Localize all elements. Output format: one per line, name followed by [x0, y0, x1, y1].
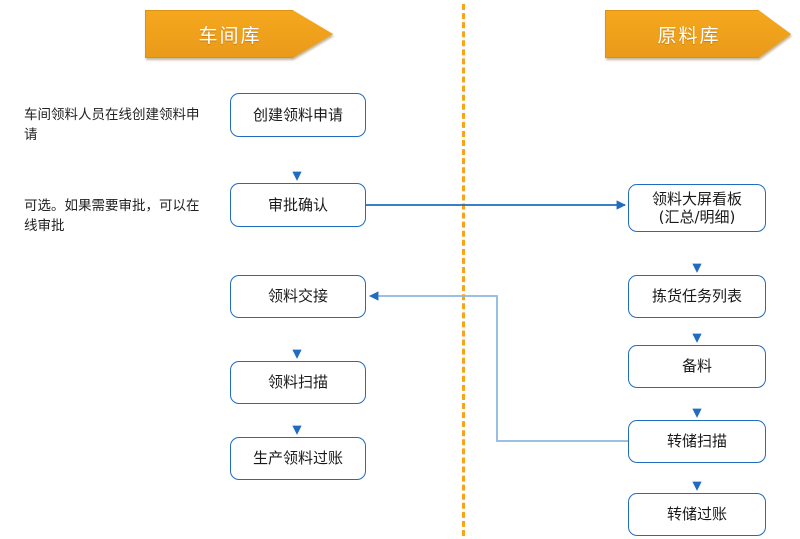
lane-banner-workshop: 车间库 [145, 10, 333, 58]
node-transfer-scan[interactable]: 转储扫描 [628, 420, 766, 463]
note-approval-optional: 可选。如果需要审批，可以在线审批 [24, 198, 200, 235]
edge-transferscan-to-handover [369, 291, 628, 442]
node-approve-confirm[interactable]: 审批确认 [230, 183, 366, 227]
node-transfer-post[interactable]: 转储过账 [628, 493, 766, 536]
node-handover[interactable]: 领料交接 [230, 275, 366, 318]
node-production-post[interactable]: 生产领料过账 [230, 437, 366, 480]
node-prepare[interactable]: 备料 [628, 345, 766, 388]
node-dashboard[interactable]: 领料大屏看板 (汇总/明细) [628, 184, 766, 232]
lane-banner-material-label: 原料库 [657, 24, 721, 47]
note-create-request: 车间领料人员在线创建领料申请 [24, 107, 200, 144]
banner-arrow-shape-material [605, 10, 791, 58]
lane-banner-material: 原料库 [605, 10, 791, 58]
banner-arrow-shape-workshop [145, 10, 333, 58]
lane-divider [462, 4, 465, 536]
node-create-request[interactable]: 创建领料申请 [230, 93, 366, 137]
lane-banner-workshop-label: 车间库 [198, 24, 262, 47]
node-pick-task-list[interactable]: 拣货任务列表 [628, 275, 766, 318]
node-pick-scan[interactable]: 领料扫描 [230, 361, 366, 404]
